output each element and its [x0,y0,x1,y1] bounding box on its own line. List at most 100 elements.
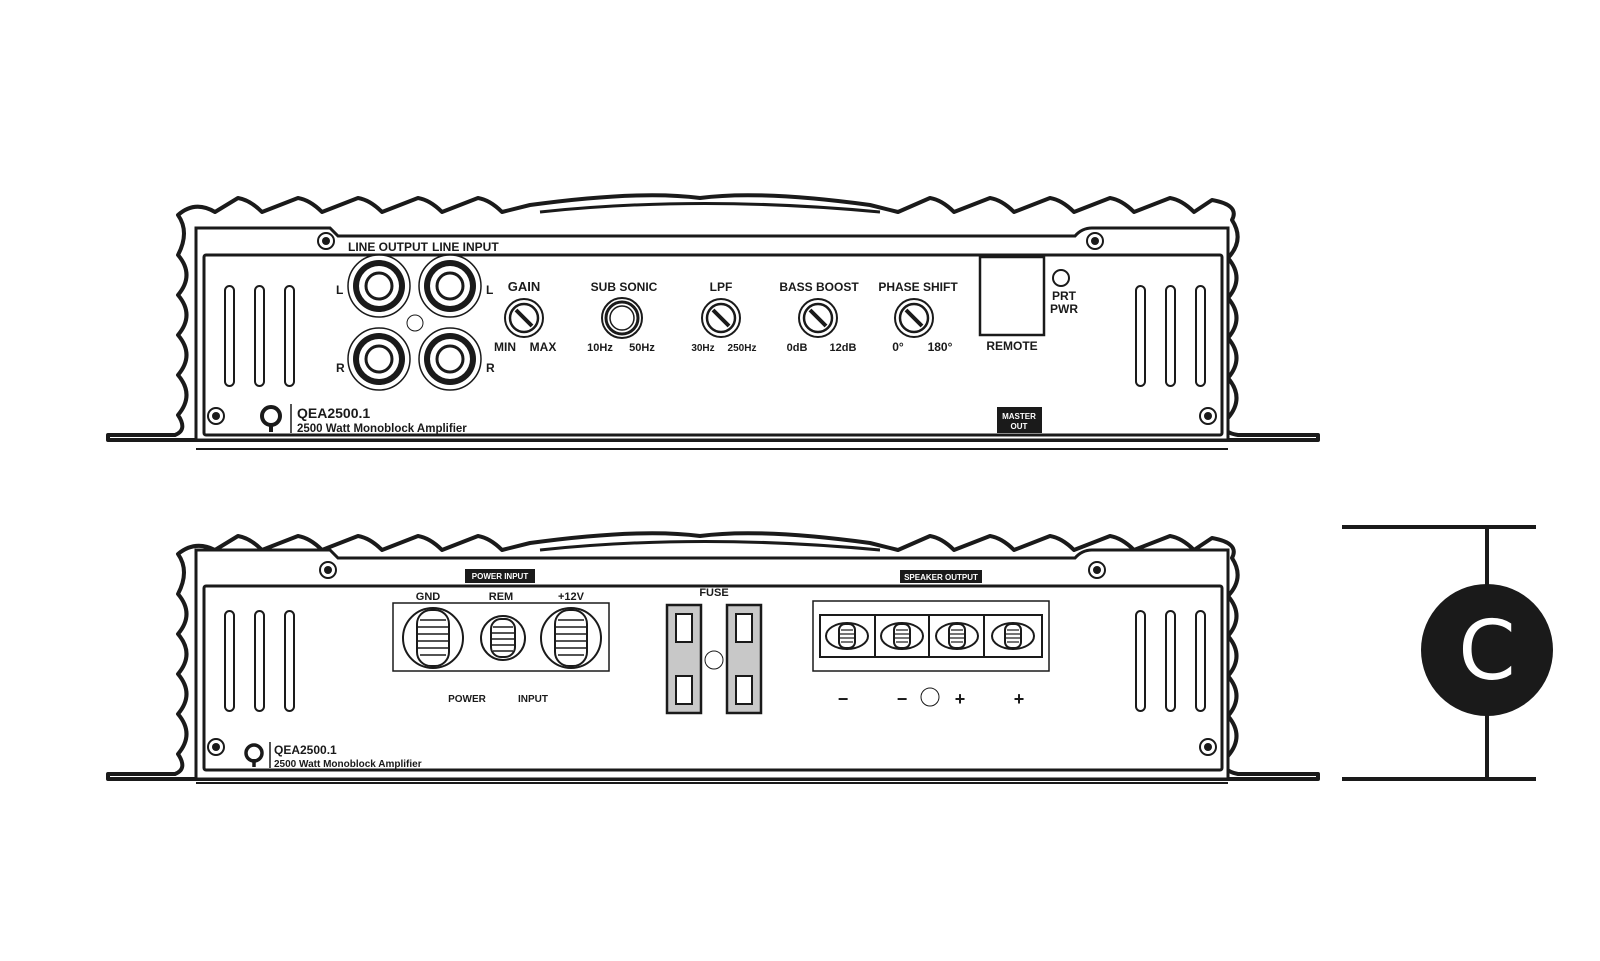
sub-sonic-title: SUB SONIC [591,280,658,294]
remote-port [978,255,1046,337]
lpf-max-label: 250Hz [728,343,757,354]
vent-slot [1135,610,1146,712]
sub-sonic-max-label: 50Hz [629,342,655,354]
master-out-line1: MASTER [1002,412,1036,421]
fuse-led [704,650,724,670]
brand-logo-icon [260,405,282,432]
terminal-sign: + [955,689,966,709]
gain-max-label: MAX [530,340,557,354]
speaker-terminal-icon [825,622,869,650]
speaker-terminal-icon [880,622,924,650]
prt-label: PRT [1052,289,1077,303]
speaker-led [920,687,940,707]
bass-boost-knob-icon [798,298,838,338]
gain-min-label: MIN [494,340,516,354]
fuse-icon [725,603,763,715]
speaker-output-badge [900,570,982,583]
power-input-badge-text: POWER INPUT [472,572,529,581]
plus12v-label: +12V [558,591,585,603]
fuse-label: FUSE [699,587,728,599]
bass-boost-max-label: 12dB [830,342,857,354]
rca-jack-icon [418,254,482,318]
master-out-line2: OUT [1011,422,1028,431]
brand-logo-icon [244,743,264,767]
rem-terminal-icon [480,615,526,661]
sub-sonic-min-label: 10Hz [587,342,613,354]
power-word-label: POWER [448,694,487,705]
speaker-output-badge-text: SPEAKER OUTPUT [904,573,978,582]
sub-sonic-knob-icon [601,297,643,339]
remote-label: REMOTE [986,339,1037,353]
power-input-badge [465,569,535,583]
screw-icon [1199,407,1217,425]
master-out-badge [997,407,1042,433]
terminal-sign: − [897,689,908,709]
model-subtitle: 2500 Watt Monoblock Amplifier [297,423,467,435]
speaker-terminal-icon [991,622,1035,650]
gain-title: GAIN [508,279,541,294]
terminal-sign: + [1014,689,1025,709]
pwr-label: PWR [1050,302,1078,316]
phase-shift-knob-icon [894,298,934,338]
model-name: QEA2500.1 [274,743,337,757]
vent-slot [1135,285,1146,387]
rear-heatsink-outline [106,531,1320,781]
dimension-badge [1421,584,1553,716]
dimension-letter: C [1458,604,1515,699]
rear-inner-panel [202,584,1224,772]
front-panel: LINE OUTPUT LINE INPUT L R L R [106,193,1320,450]
screw-icon [317,232,335,250]
lpf-knob-icon [701,298,741,338]
line-output-label: LINE OUTPUT [348,240,429,254]
vent-slot [254,285,265,387]
vent-slot [254,610,265,712]
rca-right-output-label: R [336,361,345,375]
screw-icon [1199,738,1217,756]
rca-jack-icon [347,254,411,318]
vent-slot [1195,610,1206,712]
vent-slot [1165,610,1176,712]
input-word-label: INPUT [518,694,548,705]
vent-slot [284,610,295,712]
vent-slot [1195,285,1206,387]
model-name: QEA2500.1 [297,405,370,421]
rear-panel: POWER INPUT GND REM +12V [106,531,1320,784]
lpf-title: LPF [710,280,733,294]
rca-left-input-label: L [486,283,493,297]
vent-slot [224,285,235,387]
gnd-terminal-icon [402,607,464,669]
bass-boost-min-label: 0dB [787,342,808,354]
rem-label: REM [489,591,513,603]
phase-shift-max-label: 180° [928,340,953,354]
front-top-arc [539,202,881,214]
rca-jack-icon [347,327,411,391]
rca-center-led [406,314,424,332]
screw-icon [1088,561,1106,579]
lpf-min-label: 30Hz [691,343,714,354]
screw-icon [207,407,225,425]
rca-left-output-label: L [336,283,343,297]
speaker-terminal-icon [935,622,979,650]
rca-right-input-label: R [486,361,495,375]
gain-knob-icon [504,298,544,338]
speaker-terminal-block [812,600,1050,672]
power-terminal-block [392,602,610,672]
dimension-c-indicator: C [1342,525,1553,781]
screw-icon [319,561,337,579]
screw-icon [1086,232,1104,250]
front-inner-panel [202,253,1224,437]
rca-jack-icon [418,327,482,391]
phase-shift-title: PHASE SHIFT [878,280,958,294]
vent-slot [1165,285,1176,387]
status-led-icon [1052,269,1070,287]
phase-shift-min-label: 0° [892,340,904,354]
terminal-sign: − [838,689,849,709]
rear-top-arc [539,540,881,552]
gnd-label: GND [416,591,441,603]
vent-slot [284,285,295,387]
front-heatsink-outline [106,193,1320,442]
bass-boost-title: BASS BOOST [779,280,859,294]
line-input-label: LINE INPUT [432,240,499,254]
plus12v-terminal-icon [540,607,602,669]
